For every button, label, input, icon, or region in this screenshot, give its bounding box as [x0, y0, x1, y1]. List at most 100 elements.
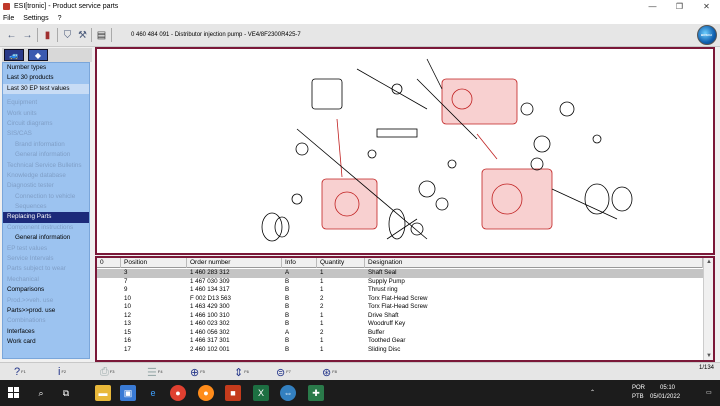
table-scrollbar[interactable]: ▲ ▼ [703, 258, 713, 360]
toolbar: ← → ▮ ⛉ ⚒ ▤ 0 460 484 091 - Distributor … [0, 24, 720, 47]
firefox-icon[interactable]: ● [198, 385, 214, 401]
table-cell: Torx Flat-Head Screw [368, 294, 428, 302]
esitronic-taskbar-icon[interactable]: ✚ [308, 385, 324, 401]
sidebar-item[interactable]: Work units [7, 109, 37, 117]
sidebar-item[interactable]: Technical Service Bulletins [7, 161, 82, 169]
help-button[interactable]: ?F1 [14, 366, 26, 378]
menu-file[interactable]: File [3, 15, 15, 22]
sidebar-item[interactable]: Prod.>>veh. use [7, 296, 54, 304]
task-view-icon[interactable]: ⧉ [62, 387, 70, 398]
list-button[interactable]: ☰F4 [147, 366, 163, 379]
sidebar-item[interactable]: Connection to vehicle [15, 192, 76, 200]
sidebar-item[interactable]: Mechanical [7, 275, 39, 283]
sidebar-item[interactable]: Last 30 products [7, 74, 54, 82]
store-icon[interactable]: ▣ [120, 385, 136, 401]
table-cell: 15 [124, 328, 131, 336]
sidebar-item[interactable]: Brand information [15, 140, 65, 148]
sidebar-item[interactable]: Equipment [7, 99, 38, 107]
chevron-up-icon[interactable]: ⌃ [590, 390, 596, 396]
table-cell: A [285, 328, 290, 336]
print-button[interactable]: ⎙F3 [100, 365, 115, 378]
table-cell: 1 [320, 311, 324, 319]
sidebar-item[interactable]: Knowledge database [7, 171, 66, 179]
sidebar-item[interactable]: Comparisons [7, 286, 45, 294]
split-button[interactable]: ⇕F6 [234, 366, 249, 379]
sidebar-item[interactable]: Parts subject to wear [7, 265, 66, 273]
app-red-icon[interactable]: ■ [225, 385, 241, 401]
edge-icon[interactable]: e [150, 388, 156, 398]
scroll-up-icon[interactable]: ▲ [706, 259, 712, 265]
sidebar-item[interactable]: Interfaces [7, 327, 35, 335]
view-button[interactable]: ⊜F7 [276, 366, 291, 379]
windows-start-icon[interactable] [8, 387, 20, 399]
close-button[interactable]: ✕ [703, 2, 710, 11]
sidebar-item[interactable]: Diagnostic tester [7, 182, 54, 190]
column-header[interactable]: Position [121, 258, 187, 268]
sidebar-item[interactable]: General information [15, 234, 71, 242]
zoom-button[interactable]: ⊕F5 [190, 366, 205, 379]
toolbar-separator [57, 28, 58, 42]
teamviewer-icon[interactable]: ⇔ [280, 385, 296, 401]
column-header[interactable]: 0 [97, 258, 121, 268]
clock-time[interactable]: 05:10 [660, 385, 676, 391]
sidebar-item[interactable]: Circuit diagrams [7, 119, 53, 127]
sidebar-item[interactable]: Combinations [7, 317, 46, 325]
keyboard-language[interactable]: POR [632, 385, 646, 391]
diagram-part [435, 197, 449, 211]
sidebar-item[interactable]: Parts>>prod. use [7, 306, 56, 314]
exploded-view-drawing[interactable] [95, 47, 715, 255]
table-cell [97, 303, 121, 312]
filter-icon[interactable]: ⛉ [63, 29, 72, 41]
column-header[interactable]: Info [282, 258, 317, 268]
sidebar-item[interactable]: Last 30 EP test values [3, 83, 89, 95]
clock-date[interactable]: 05/01/2022 [650, 394, 681, 400]
bosch-globe-icon[interactable]: BOSCH [697, 25, 717, 45]
menu-help[interactable]: ? [57, 15, 62, 22]
sidebar-item[interactable]: EP test values [7, 244, 48, 252]
document-icon[interactable]: ▤ [96, 29, 107, 41]
search-icon[interactable]: ⌕ [38, 387, 44, 398]
table-cell: Shaft Seal [368, 269, 397, 276]
sidebar-item[interactable]: Component instructions [7, 223, 74, 231]
sidebar-item[interactable]: Sequences [15, 203, 47, 211]
column-header[interactable]: Quantity [317, 258, 365, 268]
sidebar-item[interactable]: Work card [7, 338, 36, 346]
minimize-button[interactable]: — [648, 2, 657, 11]
tools-icon[interactable]: ⚒ [78, 29, 87, 41]
forward-arrow-icon[interactable]: → [22, 29, 33, 41]
back-arrow-icon[interactable]: ← [6, 29, 17, 41]
network-button[interactable]: ⊛F8 [322, 366, 337, 379]
column-header[interactable]: Designation [365, 258, 703, 268]
print-icon: ⎙ [100, 365, 109, 378]
menu-settings[interactable]: Settings [23, 15, 49, 22]
pump-exploded-diagram [261, 58, 633, 242]
sidebar-item[interactable]: Replacing Parts [3, 212, 89, 223]
sidebar-item[interactable]: SIS/CAS [7, 130, 32, 138]
product-tab-icon[interactable]: ◆ [28, 49, 48, 61]
sidebar-item[interactable]: Service Intervals [7, 255, 54, 263]
notification-icon[interactable]: ▭ [706, 390, 712, 396]
column-header[interactable]: Order number [187, 258, 282, 268]
vehicle-tab-icon[interactable]: 🚙 [4, 49, 24, 61]
chrome-icon[interactable]: ● [170, 385, 186, 401]
file-explorer-icon[interactable]: ▬ [95, 385, 111, 401]
battery-icon[interactable]: ▮ [44, 29, 51, 41]
keyboard-layout[interactable]: PTB [632, 394, 644, 400]
sidebar-item[interactable]: Number types [7, 64, 47, 71]
sidebar-item[interactable]: General information [15, 151, 71, 159]
table-cell: Drive Shaft [368, 311, 399, 319]
restore-button[interactable]: ❐ [675, 2, 684, 11]
excel-icon[interactable]: X [253, 385, 269, 401]
scroll-down-icon[interactable]: ▼ [706, 353, 712, 359]
